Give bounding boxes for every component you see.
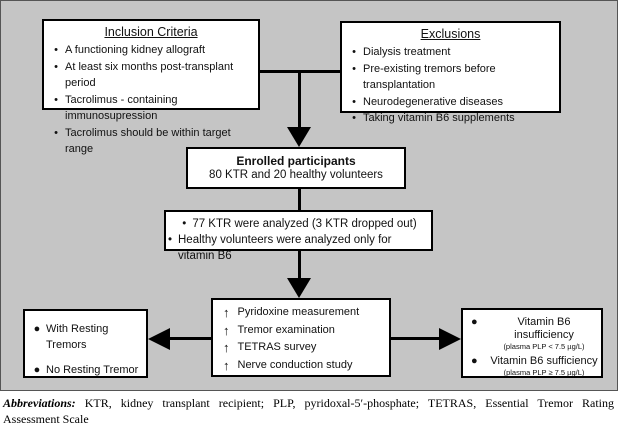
exclusion-item-text: Dialysis treatment <box>363 46 451 58</box>
assessment-item-text: TETRAS survey <box>237 341 317 353</box>
inclusion-item: • At least six months post-transplant pe… <box>44 59 258 92</box>
tremor-group-item: ● No Resting Tremor <box>25 362 146 378</box>
assessment-item: ↑ Tremor examination <box>213 322 389 340</box>
bullet-icon: • <box>352 46 356 58</box>
exclusion-item: • Dialysis treatment <box>342 44 559 61</box>
exclusion-item-text: Pre-existing tremors before transplantat… <box>363 62 496 92</box>
big-dot-icon: ● <box>471 316 478 328</box>
b6-group-label: Vitamin B6 sufficiency <box>490 355 598 367</box>
inclusion-item-text: Tacrolimus - containing immunosupression <box>65 93 178 123</box>
bullet-icon: • <box>182 218 187 230</box>
flowchart-diagram-area: Inclusion Criteria • A functioning kidne… <box>0 0 618 391</box>
bullet-icon: • <box>54 60 58 73</box>
big-dot-icon: ● <box>33 364 41 376</box>
connector-stem-3 <box>298 251 301 279</box>
exclusion-item: • Pre-existing tremors before transplant… <box>342 61 559 94</box>
footnote-label: Abbreviations: <box>3 396 76 410</box>
assessments-box: ↑ Pyridoxine measurement ↑ Tremor examin… <box>211 298 391 377</box>
bullet-icon: • <box>54 93 58 106</box>
arrow-down-icon <box>287 127 311 147</box>
arrow-down-icon <box>287 278 311 298</box>
inclusion-criteria-title: Inclusion Criteria <box>104 25 198 39</box>
footnote-line-2: Assessment Scale <box>3 412 89 426</box>
enrolled-subtitle: 80 KTR and 20 healthy volunteers <box>209 169 383 181</box>
bullet-icon: • <box>352 62 356 75</box>
bullet-icon: • <box>352 112 356 124</box>
b6-group-detail: (plasma PLP < 7.5 µg/L) <box>503 342 585 351</box>
analyzed-box: • 77 KTR were analyzed (3 KTR dropped ou… <box>164 210 433 262</box>
analyzed-item-text: 77 KTR were analyzed (3 KTR dropped out) <box>192 218 417 230</box>
connector-left-line <box>169 337 211 340</box>
footnote-text: KTR, kidney transplant recipient; PLP, p… <box>84 396 614 410</box>
analyzed-item-text: Healthy volunteers were analyzed only fo… <box>178 234 392 262</box>
exclusion-item: • Taking vitamin B6 supplements <box>342 110 559 127</box>
tremor-group-text: No Resting Tremor <box>46 364 139 376</box>
inclusion-item: • A functioning kidney allograft <box>44 42 258 59</box>
exclusions-box: Exclusions • Dialysis treatment • Pre-ex… <box>340 21 561 124</box>
assessment-item: ↑ Pyridoxine measurement <box>213 304 389 322</box>
assessment-item-text: Nerve conduction study <box>237 358 353 371</box>
b6-group-item: ● Vitamin B6 insufficiency (plasma PLP <… <box>463 316 601 351</box>
big-dot-icon: ● <box>33 323 41 335</box>
b6-group-item: ● Vitamin B6 sufficiency (plasma PLP ≥ 7… <box>463 355 601 377</box>
b6-group-label: Vitamin B6 insufficiency <box>514 316 574 341</box>
inclusion-item: • Tacrolimus should be within target ran… <box>44 125 258 158</box>
vitamin-b6-groups-box: ● Vitamin B6 insufficiency (plasma PLP <… <box>461 308 603 378</box>
exclusion-item-text: Neurodegenerative diseases <box>363 95 504 108</box>
abbreviations-footnote: Abbreviations: KTR, kidney transplant re… <box>3 395 614 427</box>
bullet-icon: • <box>54 44 58 56</box>
enrolled-title: Enrolled participants <box>236 154 356 168</box>
connector-stem-1 <box>298 70 301 127</box>
tremor-group-item: ● With Resting Tremors <box>25 321 146 353</box>
connector-right-line <box>391 337 439 340</box>
inclusion-item: • Tacrolimus - containing immunosupressi… <box>44 92 258 125</box>
inclusion-criteria-box: Inclusion Criteria • A functioning kidne… <box>42 19 260 155</box>
tremor-group-text: With Resting Tremors <box>46 323 109 351</box>
assessment-item-text: Tremor examination <box>237 323 335 336</box>
assessment-item-text: Pyridoxine measurement <box>237 306 360 318</box>
analyzed-item: • Healthy volunteers were analyzed only … <box>166 232 431 264</box>
up-arrow-icon: ↑ <box>223 357 230 373</box>
up-arrow-icon: ↑ <box>223 305 230 320</box>
bullet-icon: • <box>352 95 356 108</box>
up-arrow-icon: ↑ <box>223 340 230 355</box>
arrow-left-icon <box>148 328 170 350</box>
arrow-right-icon <box>439 328 461 350</box>
big-dot-icon: ● <box>471 355 478 367</box>
connector-stem-2 <box>298 189 301 210</box>
assessment-item: ↑ TETRAS survey <box>213 339 389 357</box>
assessment-item: ↑ Nerve conduction study <box>213 357 389 375</box>
exclusion-item: • Neurodegenerative diseases <box>342 94 559 111</box>
tremor-groups-box: ● With Resting Tremors ● No Resting Trem… <box>23 309 148 378</box>
footnote-line-1: Abbreviations: KTR, kidney transplant re… <box>3 395 614 411</box>
analyzed-item: • 77 KTR were analyzed (3 KTR dropped ou… <box>166 216 431 232</box>
enrolled-participants-box: Enrolled participants 80 KTR and 20 heal… <box>186 147 406 189</box>
bullet-icon: • <box>54 126 58 139</box>
b6-group-detail: (plasma PLP ≥ 7.5 µg/L) <box>503 368 585 377</box>
exclusions-title: Exclusions <box>420 27 481 41</box>
exclusion-item-text: Taking vitamin B6 supplements <box>363 112 515 124</box>
inclusion-item-text: At least six months post-transplant peri… <box>65 60 234 90</box>
inclusion-item-text: Tacrolimus should be within target range <box>65 126 231 156</box>
bullet-icon: • <box>167 234 173 246</box>
inclusion-item-text: A functioning kidney allograft <box>65 44 206 56</box>
up-arrow-icon: ↑ <box>223 322 230 338</box>
